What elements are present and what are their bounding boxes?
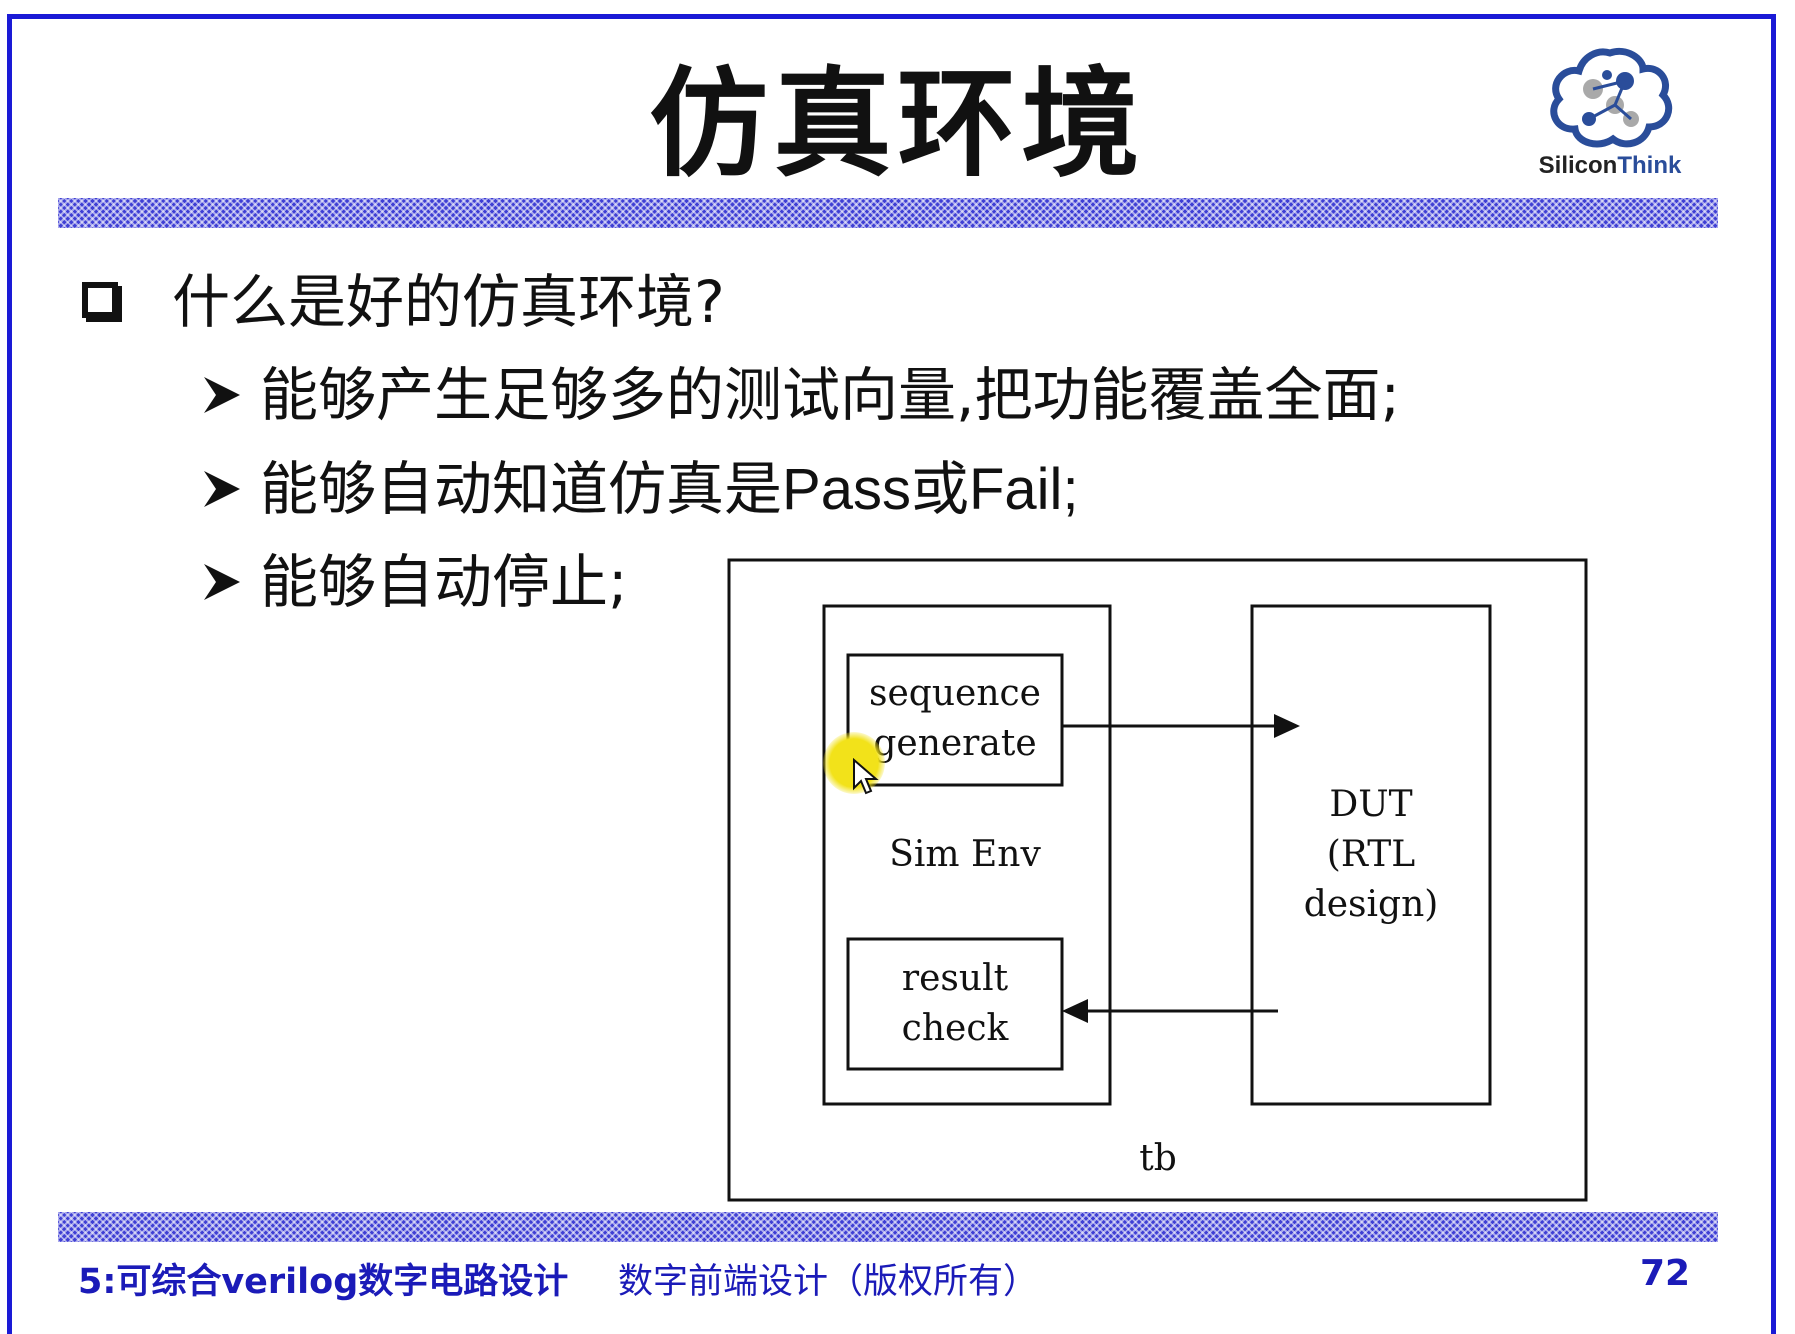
bullet-text-3: 能够自动停止; [260,548,628,616]
mouse-pointer-icon [853,758,879,795]
sim-env-box [822,604,1112,1106]
testbench-diagram: sequence generate Sim Env result check D… [727,558,1588,1202]
bullet-text-1: 能够产生足够多的测试向量,把功能覆盖全面; [260,361,1400,429]
result-check-box [846,937,1064,1071]
check-label-line1: result [902,958,1009,999]
or-text: 或 [910,455,969,523]
bullet-item-1: 能够产生足够多的测试向量,把功能覆盖全面; [200,348,1400,432]
slide-frame [7,14,1776,1334]
dut-box [1250,604,1492,1106]
question-text: 什么是好的仿真环境? [172,268,725,336]
checkbox-bullet-icon [82,281,118,318]
gen-label-line2: generate [873,723,1036,764]
arrow-bullet-icon [204,470,240,507]
logo-wordmark: SiliconThink [1538,152,1682,179]
dut-label-line1: DUT [1329,784,1412,825]
header-divider [58,198,1718,228]
bullet-text-2a: 能够自动知道仿真是 [260,455,783,523]
logo-icon [1550,48,1673,148]
stimulus-arrowhead-icon [1274,714,1300,738]
check-label-line2: check [902,1008,1010,1049]
arrow-bullet-icon [204,376,240,413]
bullet-item-3: 能够自动停止; [200,535,628,619]
footer-subtitle: 数字前端设计（版权所有） [618,1262,1039,1302]
tb-box [727,558,1588,1202]
bullet-item-2: 能够自动知道仿真是Pass或Fail; [200,442,1079,526]
footer-divider [58,1212,1718,1242]
footer-course-title: 5:可综合verilog数字电路设计 [78,1262,569,1302]
fail-text: Fail; [968,457,1079,522]
pass-text: Pass [782,457,911,522]
siliconthink-logo: SiliconThink [1525,45,1695,185]
dut-label-line3: design) [1304,884,1439,925]
response-arrowhead-icon [1062,999,1088,1023]
page-number: 72 [1640,1253,1691,1294]
gen-label-line1: sequence [869,673,1041,714]
sim-env-label: Sim Env [889,834,1041,875]
arrow-bullet-icon [204,563,240,600]
dut-label-line2: (RTL [1327,834,1416,875]
question-line: 什么是好的仿真环境? [82,255,725,339]
tb-label: tb [1139,1138,1177,1179]
sequence-generate-box [846,653,1064,787]
slide-title: 仿真环境 [649,54,1146,193]
